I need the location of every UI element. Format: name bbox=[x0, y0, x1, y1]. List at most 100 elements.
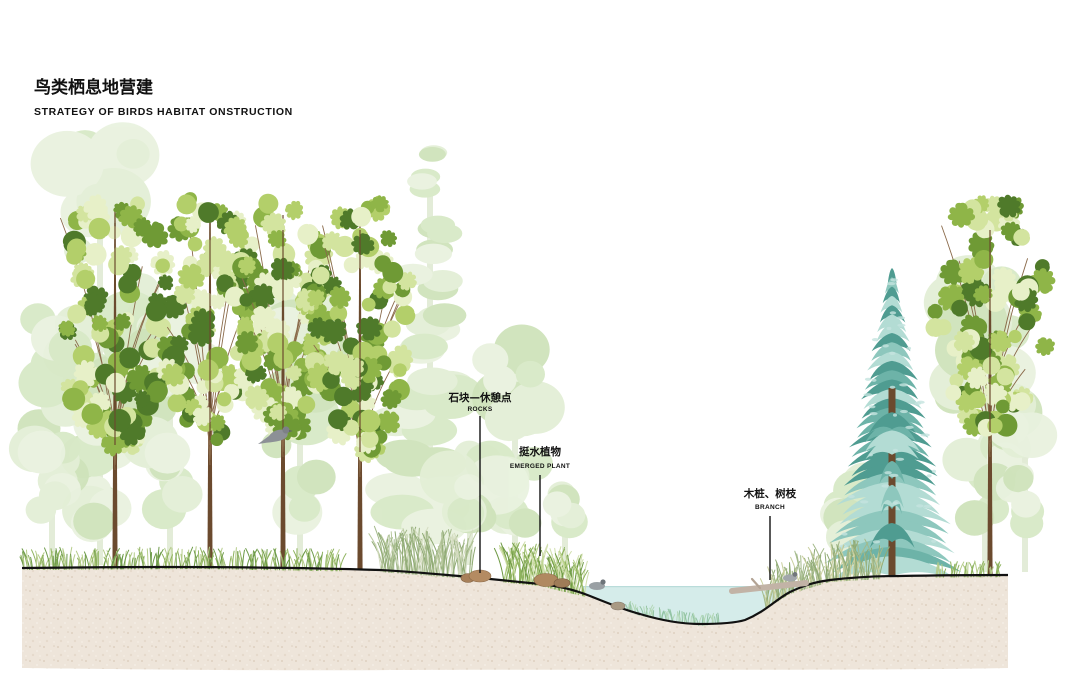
leaf-cluster bbox=[148, 380, 168, 401]
leaf-cluster bbox=[176, 194, 197, 215]
leaf-cluster bbox=[241, 350, 262, 371]
leaf-cluster bbox=[267, 229, 287, 249]
grass-clump bbox=[230, 547, 245, 570]
background-foliage bbox=[422, 303, 467, 328]
leaf-cluster bbox=[351, 233, 375, 255]
ground-texture bbox=[22, 567, 1008, 671]
background-foliage bbox=[422, 270, 463, 292]
background-foliage bbox=[542, 491, 572, 518]
grass-blade bbox=[389, 529, 403, 573]
grass-blade bbox=[26, 549, 28, 570]
duck-left bbox=[589, 579, 606, 590]
leaf-cluster bbox=[235, 331, 259, 355]
leaf-cluster bbox=[357, 409, 381, 433]
page-subtitle: STRATEGY OF BIRDS HABITAT ONSTRUCTION bbox=[34, 106, 293, 118]
conifer-branch bbox=[843, 463, 892, 486]
conifer-needle-highlight bbox=[869, 412, 878, 416]
grass-blade bbox=[434, 533, 444, 577]
conifer-branch bbox=[871, 333, 892, 352]
conifer-needle-highlight bbox=[906, 346, 912, 350]
background-foliage bbox=[447, 497, 485, 530]
conifer-branch bbox=[867, 351, 892, 371]
conifer-needle-highlight bbox=[890, 278, 898, 282]
grass-blade bbox=[830, 541, 834, 582]
conifer-needle-highlight bbox=[899, 383, 909, 387]
leaf-cluster bbox=[1008, 329, 1022, 344]
conifer-branch bbox=[839, 500, 892, 525]
leaf-cluster bbox=[297, 396, 316, 414]
leaf-cluster bbox=[161, 363, 185, 387]
ground-line bbox=[21, 566, 1009, 626]
conifer-needle-highlight bbox=[886, 326, 892, 331]
grass-blade bbox=[403, 537, 416, 574]
grass-blade bbox=[502, 546, 517, 584]
conifer-branch bbox=[864, 370, 892, 390]
leaf-cluster bbox=[945, 384, 962, 401]
grass-blade bbox=[767, 566, 776, 604]
conifer-branch bbox=[892, 360, 918, 381]
grass-blade bbox=[665, 611, 670, 621]
leaf-cluster bbox=[202, 236, 227, 262]
label-emerged-plant-en: EMERGED PLANT bbox=[510, 463, 570, 470]
conifer-needle-highlight bbox=[889, 385, 896, 389]
leaf-cluster bbox=[244, 385, 270, 411]
grass-blade bbox=[385, 534, 401, 573]
grass-blade bbox=[846, 540, 859, 582]
background-foliage bbox=[375, 439, 434, 472]
grass-blade bbox=[806, 574, 811, 589]
deciduous-tree bbox=[294, 195, 417, 574]
background-foliage bbox=[472, 343, 509, 376]
background-foliage bbox=[30, 130, 104, 197]
leaf-cluster bbox=[949, 373, 964, 388]
leaf-cluster bbox=[173, 216, 189, 232]
conifer-branch bbox=[861, 398, 892, 419]
conifer-branch bbox=[892, 537, 951, 563]
leaf-cluster bbox=[927, 303, 943, 319]
background-foliage bbox=[508, 508, 542, 538]
leaf-cluster bbox=[312, 266, 330, 285]
conifer-needle-highlight bbox=[893, 413, 897, 417]
background-foliage bbox=[38, 481, 71, 511]
leaf-cluster bbox=[974, 249, 994, 269]
leaf-cluster bbox=[134, 390, 151, 408]
duck-right bbox=[783, 572, 798, 582]
grass-clump bbox=[59, 546, 76, 570]
conifer-branch bbox=[892, 484, 904, 509]
leaf-cluster bbox=[329, 286, 351, 309]
grass-blade bbox=[528, 543, 537, 585]
conifer-branch bbox=[856, 407, 892, 429]
leaf-cluster bbox=[133, 217, 152, 237]
conifer-needle-highlight bbox=[900, 409, 908, 414]
background-foliage bbox=[288, 493, 321, 522]
conifer-branch bbox=[892, 323, 910, 342]
leaf-cluster bbox=[216, 274, 234, 293]
conifer-branch bbox=[835, 509, 892, 534]
grass-blade bbox=[388, 541, 401, 574]
log-stub bbox=[750, 577, 762, 590]
leaf-cluster bbox=[328, 409, 349, 430]
leaf-cluster bbox=[105, 372, 126, 393]
grass-blade bbox=[676, 612, 679, 623]
duck-body bbox=[589, 582, 605, 590]
conifer-branch bbox=[892, 379, 919, 400]
grass-clump bbox=[133, 546, 147, 570]
conifer-branch bbox=[869, 360, 892, 381]
leaf-cluster bbox=[239, 293, 253, 307]
leaf-cluster bbox=[248, 283, 277, 309]
leaf-cluster bbox=[953, 331, 975, 353]
leaf-cluster bbox=[395, 305, 416, 325]
leaf-cluster bbox=[322, 371, 340, 389]
background-foliage bbox=[18, 358, 74, 408]
conifer-needle-highlight bbox=[916, 504, 924, 508]
grass-blade bbox=[816, 554, 819, 586]
leaf-cluster bbox=[988, 330, 1012, 353]
leaf-cluster bbox=[968, 391, 987, 409]
grass-blade bbox=[454, 537, 462, 579]
leaf-cluster bbox=[380, 389, 402, 410]
leaf-cluster bbox=[297, 223, 319, 245]
leaf-cluster bbox=[187, 236, 203, 252]
leaf-cluster bbox=[382, 261, 404, 283]
grass-blade bbox=[511, 550, 524, 585]
grass-blade bbox=[508, 546, 516, 584]
bird-on-tree bbox=[258, 426, 293, 444]
